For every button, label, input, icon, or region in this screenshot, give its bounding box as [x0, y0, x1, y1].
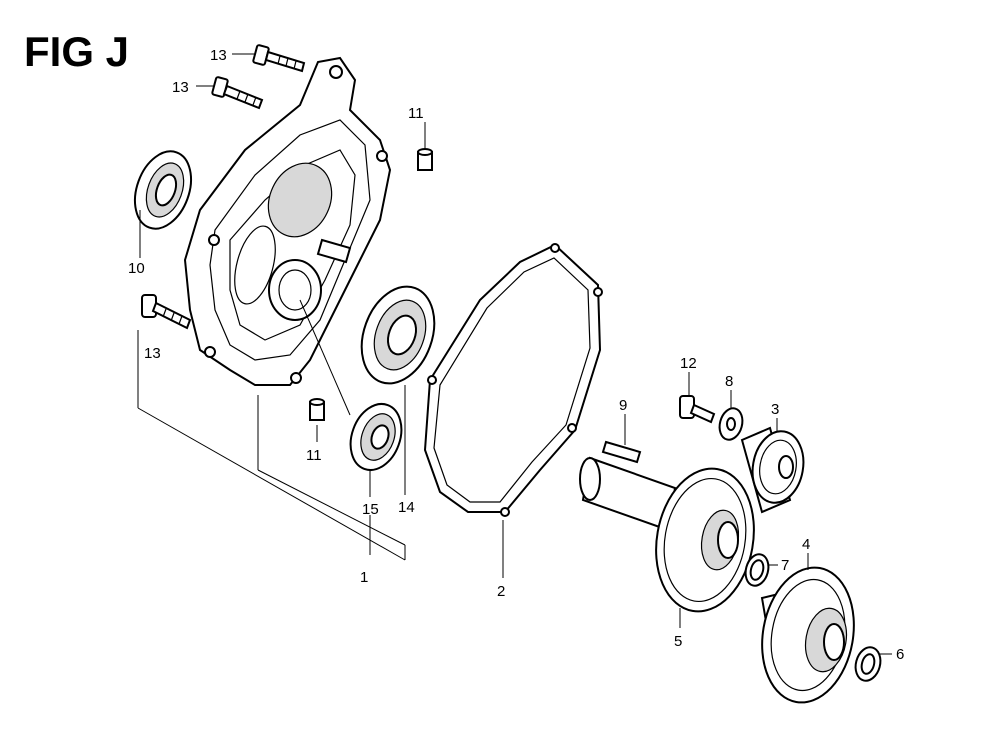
callout-labels: 1 2 3 4 5 6 7 8 9 10 11 11 12 13 13 13 1… — [128, 47, 904, 663]
callout-2: 2 — [497, 583, 505, 600]
callout-11-upper: 11 — [408, 105, 424, 122]
key-9 — [601, 414, 642, 464]
washer-8 — [718, 390, 744, 441]
gear-4 — [760, 553, 855, 704]
callout-9: 9 — [619, 397, 627, 414]
callout-6: 6 — [896, 646, 904, 663]
gasket-2 — [423, 243, 603, 578]
callout-3: 3 — [771, 401, 779, 418]
gear-3 — [740, 418, 805, 514]
bolt-13-top — [232, 44, 306, 73]
dowel-pin-11-upper — [417, 122, 433, 171]
callout-8: 8 — [725, 373, 733, 390]
bearing-14 — [360, 285, 436, 495]
callout-13-lower: 13 — [144, 345, 161, 362]
oil-seal-10 — [133, 150, 193, 258]
callout-4: 4 — [802, 536, 810, 553]
gear-shaft-5 — [579, 456, 755, 628]
callout-11-lower: 11 — [306, 447, 322, 464]
figure-title: FIG J — [24, 28, 129, 75]
bearing-15 — [299, 299, 403, 497]
bolt-12 — [679, 372, 716, 424]
bolt-13-lower — [141, 294, 192, 330]
callout-10: 10 — [128, 260, 145, 277]
bolt-13-second — [196, 76, 264, 110]
callout-13-second: 13 — [172, 79, 189, 96]
callout-12: 12 — [680, 355, 697, 372]
callout-1: 1 — [360, 569, 368, 586]
callout-13-top: 13 — [210, 47, 227, 64]
case-cover — [183, 56, 392, 386]
callout-7: 7 — [781, 557, 789, 574]
callout-15: 15 — [362, 501, 379, 518]
dowel-pin-11-lower — [309, 398, 325, 442]
callout-5: 5 — [674, 633, 682, 650]
callout-14: 14 — [398, 499, 415, 516]
part-1-bracket — [137, 330, 406, 561]
circlip-7 — [744, 553, 778, 587]
circlip-6 — [854, 646, 892, 682]
